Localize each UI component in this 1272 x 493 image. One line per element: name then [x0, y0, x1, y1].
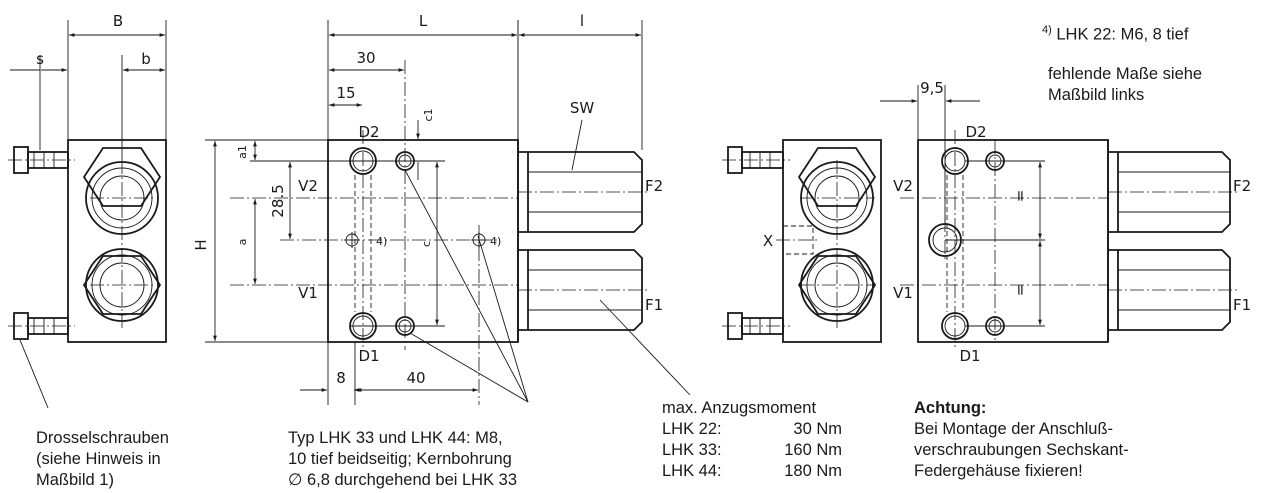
torque-value: 30 Nm [793, 420, 842, 438]
torque-type: LHK 44: [662, 462, 722, 480]
warning-title: Achtung: [914, 399, 987, 417]
right-front-view: = = 9,5 D2 D1 V2 V1 [880, 79, 1109, 365]
dim-a: a [236, 239, 249, 246]
dim-equal-lower: = [1011, 284, 1029, 297]
port-D2-right: D2 [965, 123, 986, 141]
dim-15: 15 [336, 84, 355, 102]
dim-c: c [420, 241, 433, 247]
thread-note: Typ LHK 33 und LHK 44: M8, 10 tief beids… [288, 428, 517, 491]
dim-40: 40 [406, 369, 425, 387]
front-view: 4) 4) L 30 15 c1 H a1 28.5 [192, 12, 529, 405]
footnote-4-marker: 4) [1042, 24, 1052, 36]
footnote-4: 4) LHK 22: M6, 8 tief [1042, 20, 1188, 46]
port-D1-right: D1 [959, 347, 980, 365]
side-view-body [67, 139, 167, 343]
throttle-screw-lower [8, 312, 75, 340]
dim-s: s [36, 50, 44, 68]
dim-8: 8 [336, 369, 346, 387]
torque-type: LHK 33: [662, 441, 722, 459]
thread-line3: ∅ 6,8 durchgehend bei LHK 33 [288, 471, 518, 489]
port-F1-right: F1 [1233, 296, 1251, 314]
dim-H: H [192, 239, 210, 250]
torque-value: 160 Nm [784, 441, 842, 459]
footnote-marker-1: 4) [376, 235, 387, 248]
port-V1: V1 [298, 284, 318, 302]
torque-row: LHK 22: 30 Nm [662, 419, 842, 440]
dim-SW: SW [570, 99, 595, 117]
missing-dims-line1: fehlende Maße siehe [1048, 65, 1203, 83]
hex-spring-housing-right: F2 F1 [1107, 140, 1251, 342]
torque-type: LHK 22: [662, 420, 722, 438]
warning-line3: Federgehäuse fixieren! [914, 462, 1083, 480]
missing-dims-line2: Maßbild links [1048, 86, 1145, 104]
port-V2-right: V2 [893, 177, 913, 195]
footnote-marker-2: 4) [490, 235, 501, 248]
dim-equal-upper: = [1011, 190, 1029, 203]
footnote-4-text: LHK 22: M6, 8 tief [1056, 25, 1189, 44]
dim-28-5: 28.5 [269, 184, 287, 217]
dim-a1: a1 [236, 145, 249, 159]
port-D1: D1 [358, 347, 379, 365]
dim-L: L [419, 12, 428, 30]
dim-l: l [580, 12, 584, 30]
dim-b: b [141, 50, 151, 68]
throttle-screw-upper [8, 146, 75, 174]
warning-line1: Bei Montage der Anschluß- [914, 420, 1114, 438]
throttle-screws-note: Drosselschrauben (siehe Hinweis in Maßbi… [36, 428, 169, 491]
throttle-line1: Drosselschrauben [36, 429, 169, 447]
port-F2-right: F2 [1233, 177, 1251, 195]
right-side-view: X [722, 139, 882, 343]
torque-row: LHK 44: 180 Nm [662, 461, 842, 482]
torque-table: max. Anzugsmoment LHK 22: 30 Nm LHK 33: … [662, 398, 842, 482]
port-V1-right: V1 [893, 284, 913, 302]
dim-30: 30 [356, 49, 375, 67]
thread-line1: Typ LHK 33 und LHK 44: M8, [288, 429, 503, 447]
dim-9-5: 9,5 [920, 79, 944, 97]
thread-line2: 10 tief beidseitig; Kernbohrung [288, 450, 512, 468]
missing-dims-note: fehlende Maße siehe Maßbild links [1048, 64, 1202, 106]
torque-row: LHK 33: 160 Nm [662, 440, 842, 461]
torque-value: 180 Nm [784, 462, 842, 480]
port-F1: F1 [645, 296, 663, 314]
port-V2: V2 [298, 177, 318, 195]
port-X: X [763, 232, 773, 250]
throttle-line2: (siehe Hinweis in [36, 450, 161, 468]
dim-c1: c1 [422, 108, 435, 121]
port-D2: D2 [358, 123, 379, 141]
throttle-line3: Maßbild 1) [36, 471, 114, 489]
port-F2: F2 [645, 177, 663, 195]
warning-note: Achtung: Bei Montage der Anschluß- versc… [914, 398, 1129, 482]
side-view: B s b [8, 12, 167, 409]
dim-B: B [113, 12, 123, 30]
warning-line2: verschraubungen Sechskant- [914, 441, 1129, 459]
torque-title: max. Anzugsmoment [662, 399, 817, 417]
hex-spring-housing-center: l SW F2 F1 [517, 12, 691, 396]
